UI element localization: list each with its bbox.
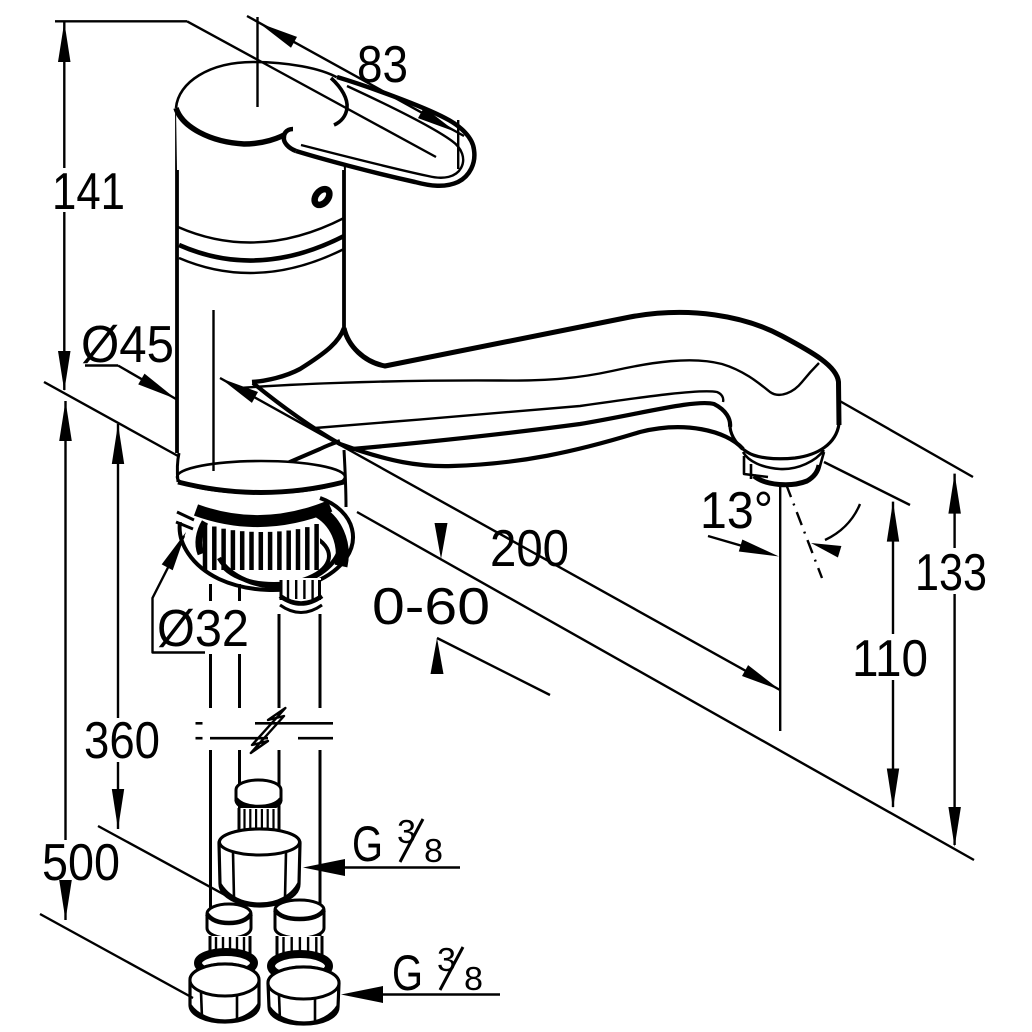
svg-text:8: 8	[464, 960, 483, 997]
svg-text:G: G	[392, 945, 423, 1001]
svg-text:133: 133	[915, 544, 987, 602]
svg-text:500: 500	[42, 834, 120, 892]
svg-text:141: 141	[52, 163, 125, 221]
svg-text:8: 8	[424, 832, 443, 869]
svg-text:G: G	[352, 816, 383, 872]
svg-text:110: 110	[852, 630, 928, 688]
svg-text:83: 83	[357, 36, 408, 94]
svg-text:360: 360	[84, 712, 160, 770]
svg-text:3: 3	[397, 813, 416, 850]
svg-text:Ø32: Ø32	[157, 600, 249, 658]
svg-text:0-60: 0-60	[372, 578, 490, 636]
svg-text:3: 3	[437, 941, 456, 978]
svg-text:13°: 13°	[700, 482, 773, 540]
svg-text:200: 200	[490, 520, 569, 578]
